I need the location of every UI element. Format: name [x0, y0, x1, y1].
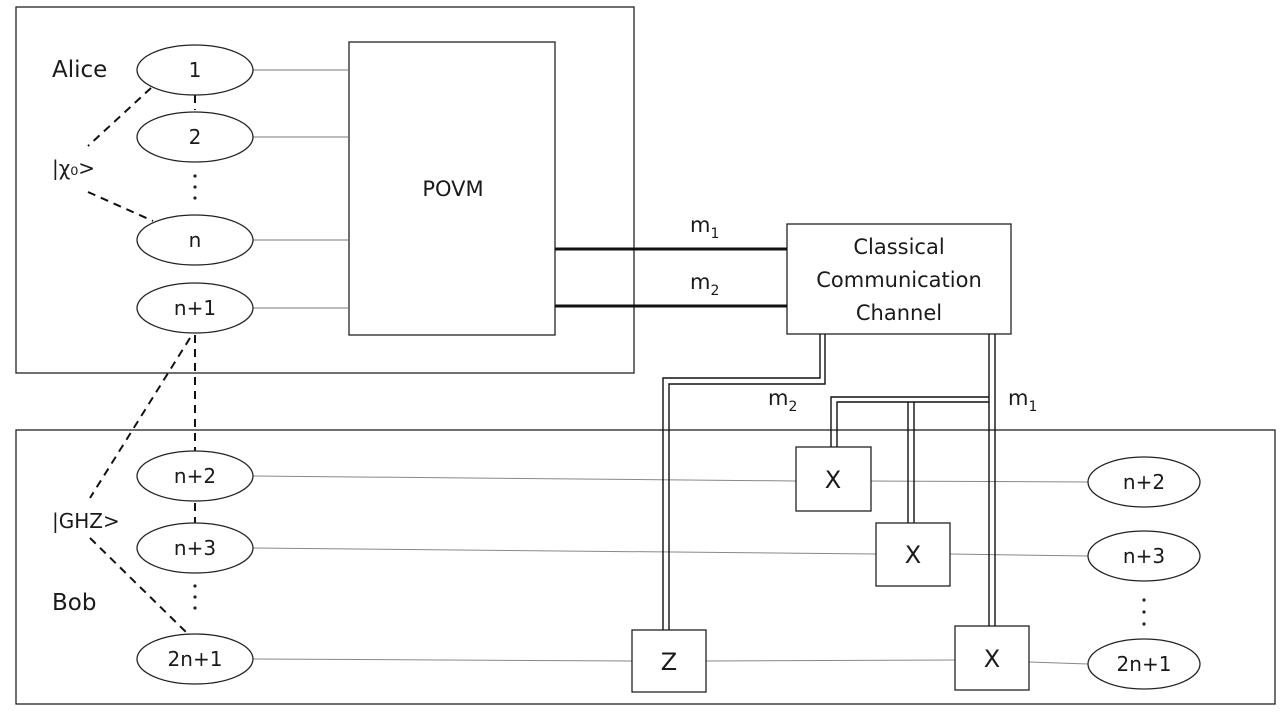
bob-label: Bob: [52, 590, 96, 616]
x-gate-1: [795, 446, 872, 512]
output-qubit-n3: [1087, 530, 1201, 582]
alice-qubit-label-n1: n+1: [174, 296, 216, 320]
alice-qubit-label-n: n: [189, 228, 202, 252]
m1-label-bottom: m1: [1008, 386, 1037, 415]
alice-box: [15, 6, 635, 374]
z-gate-label: Z: [661, 648, 677, 676]
bob-box: [15, 429, 1276, 705]
alice-qubit-n: [136, 214, 254, 266]
m2-label-bottom: m2: [768, 386, 797, 415]
output-qubit-label-2n1: 2n+1: [1117, 652, 1172, 676]
channel-label-line2: Communication: [816, 268, 982, 292]
alice-qubit-label-1: 1: [189, 58, 202, 82]
m1-label-top: m1: [690, 213, 719, 242]
x-gate-2-label: X: [905, 541, 921, 569]
povm-label: POVM: [422, 177, 483, 201]
alice-label: Alice: [52, 57, 107, 83]
channel-box: [786, 223, 1012, 335]
channel-label-line3: Channel: [856, 301, 942, 325]
continuation-dots: [193, 174, 1146, 626]
bob-qubit-label-2n1: 2n+1: [168, 647, 223, 671]
classical-double-lines: [662, 334, 996, 630]
channel-label-line1: Classical: [853, 235, 944, 259]
bob-wires: [252, 475, 1089, 665]
x-gate-2: [875, 522, 951, 587]
bob-qubit-n3: [136, 522, 254, 574]
bob-qubit-2n1: [136, 633, 254, 685]
qubit-ellipses: [136, 44, 1201, 690]
output-qubit-label-n3: n+3: [1123, 544, 1165, 568]
chi-state-label: |χ₀>: [52, 156, 95, 180]
x-gate-3-label: X: [984, 645, 1000, 673]
output-qubit-n2: [1087, 456, 1201, 508]
alice-qubit-n1: [136, 282, 254, 334]
alice-qubit-2: [136, 111, 254, 163]
x-gate-1-label: X: [825, 466, 841, 494]
bob-qubit-label-n3: n+3: [174, 536, 216, 560]
alice-qubit-1: [136, 44, 254, 96]
output-qubit-2n1: [1087, 638, 1201, 690]
bob-qubit-label-n2: n+2: [174, 464, 216, 488]
povm-outputs: [555, 247, 787, 308]
povm-box: [348, 41, 556, 336]
alice-wires: [253, 69, 349, 309]
alice-qubit-label-2: 2: [189, 125, 202, 149]
x-gate-3: [954, 625, 1030, 691]
gates: [631, 446, 1030, 693]
output-qubit-label-n2: n+2: [1123, 470, 1165, 494]
ghz-state-label: |GHZ>: [52, 509, 120, 533]
bob-qubit-n2: [136, 450, 254, 502]
entanglement-lines: [87, 87, 196, 635]
labels: Alice Bob |χ₀> |GHZ> POVM Classical Comm…: [52, 57, 1171, 676]
z-gate: [631, 629, 707, 693]
m2-label-top: m2: [690, 270, 719, 299]
